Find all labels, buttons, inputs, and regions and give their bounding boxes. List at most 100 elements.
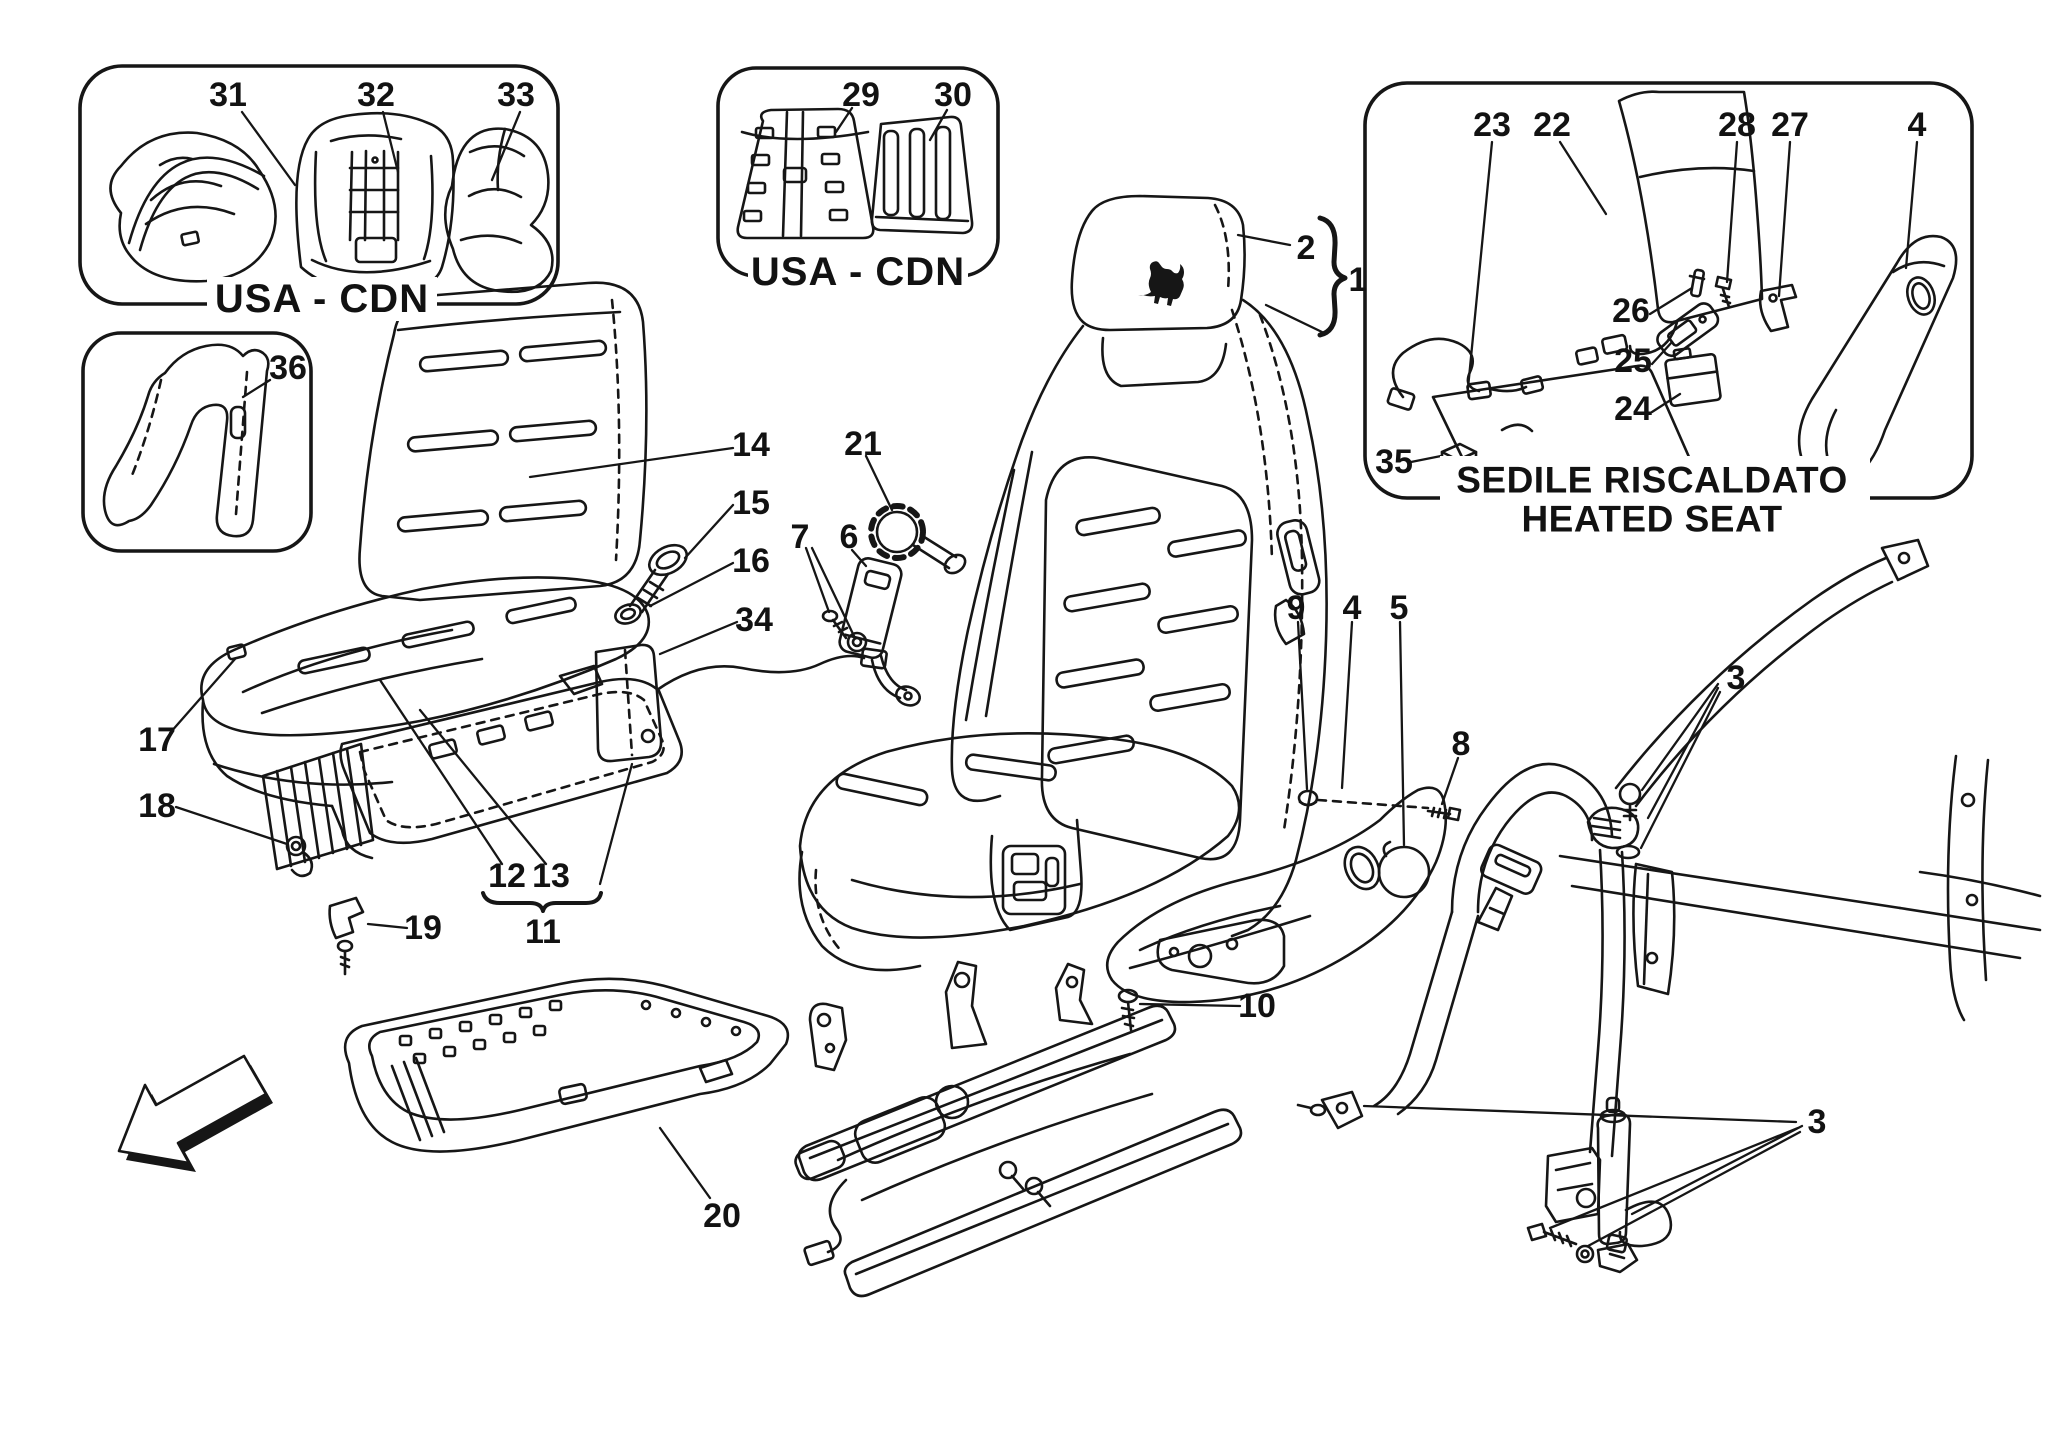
- seat-belt-upper: [1372, 538, 1930, 1158]
- foam-pad-ribs: [261, 742, 375, 871]
- part-label-26: 26: [1612, 292, 1650, 330]
- bracket-27: [1758, 283, 1798, 333]
- caption-heated-seat-english: HEATED SEAT: [1521, 499, 1782, 540]
- seat-rails: [794, 960, 1364, 1298]
- part-label-25: 25: [1614, 342, 1652, 380]
- main-seat: [798, 194, 1328, 985]
- belt-retractor-lower: [1526, 1096, 1673, 1274]
- side-trim-36: [102, 343, 270, 538]
- backrest-left-edge: [950, 324, 1085, 803]
- caption-mask: [207, 277, 437, 321]
- part-label-29: 29: [842, 76, 880, 114]
- part-label-36: 36: [269, 349, 307, 387]
- captions: USA - CDN USA - CDN SEDILE RISCALDATO HE…: [207, 250, 1870, 544]
- cushion-heating-pad-30: [870, 115, 974, 235]
- backrest-right-edge: [1230, 298, 1328, 938]
- part-label-9: 9: [1287, 589, 1306, 627]
- car-body-lines: [1558, 754, 2042, 1022]
- side-trim-4-kit: [1797, 234, 1958, 490]
- caption-usa-cdn-child-seats: USA - CDN: [215, 277, 429, 321]
- part-label-27: 27: [1771, 106, 1809, 144]
- front-of-car-arrow: [117, 1054, 273, 1172]
- part-label-7: 7: [791, 518, 810, 556]
- washer-16: [614, 603, 642, 625]
- caption-usa-cdn-pads: USA - CDN: [751, 250, 965, 294]
- child-seat-31: [109, 131, 277, 283]
- part-label-2: 2: [1297, 229, 1316, 267]
- part-label-15: 15: [732, 484, 770, 522]
- switch-25: [1656, 302, 1720, 358]
- inset-box-child-seats: [78, 64, 560, 306]
- part-label-19: 19: [404, 909, 442, 947]
- caption-heated-seat-italian: SEDILE RISCALDATO: [1456, 460, 1848, 501]
- screw-15: [628, 543, 688, 614]
- part-label-21: 21: [844, 425, 882, 463]
- part-label-18: 18: [138, 787, 176, 825]
- part-label-31: 31: [209, 76, 247, 114]
- part-label-28: 28: [1718, 106, 1756, 144]
- seat-pan-20: [343, 977, 790, 1153]
- part-label-16: 16: [732, 542, 770, 580]
- hook-18: [285, 835, 314, 878]
- backrest-lever: [1276, 519, 1321, 596]
- caption-mask: [748, 251, 968, 293]
- part-label-22: 22: [1533, 106, 1571, 144]
- backrest-pad-14: [358, 281, 648, 602]
- part-label-32: 32: [357, 76, 395, 114]
- child-seat-32: [295, 111, 455, 294]
- bracket-group-1-brace: [1317, 215, 1348, 338]
- pin-26: [1688, 268, 1706, 298]
- bolt-8: [1426, 806, 1462, 822]
- leader-lines: [168, 106, 1919, 1248]
- inset-box-border: [81, 331, 313, 553]
- side-trim-4-main: [1105, 786, 1448, 1004]
- cushion-frame-12-13: [339, 664, 683, 845]
- clip-17: [226, 643, 247, 661]
- prancing-horse-icon: [1138, 261, 1184, 306]
- part-label-24: 24: [1614, 390, 1652, 428]
- part-label-3b: 3: [1808, 1103, 1827, 1141]
- part-label-34: 34: [735, 601, 773, 639]
- part-label-4a: 4: [1908, 106, 1927, 144]
- wiring-harness-23: [1386, 337, 1545, 411]
- part-label-8: 8: [1452, 725, 1471, 763]
- part-label-4b: 4: [1343, 589, 1362, 627]
- heated-backrest-element-22: [1575, 90, 1764, 366]
- part-label-23: 23: [1473, 106, 1511, 144]
- belt-d-ring: [1586, 806, 1640, 850]
- cap-5: [1377, 840, 1431, 899]
- backrest-panel: [1040, 456, 1254, 861]
- backrest-heating-pad-29: [736, 107, 875, 240]
- part-label-17: 17: [138, 721, 176, 759]
- part-label-13: 13: [532, 857, 570, 895]
- inset-box-border: [78, 64, 560, 306]
- cushion-side-panel: [989, 818, 1083, 932]
- part-label-20: 20: [703, 1197, 741, 1235]
- part-label-5: 5: [1390, 589, 1409, 627]
- part-label-33: 33: [497, 76, 535, 114]
- caption-mask: [1440, 456, 1870, 544]
- seat-switch-icon: [1010, 852, 1040, 876]
- inset-box-side-trim: [81, 331, 313, 553]
- bolt-28: [1714, 275, 1733, 309]
- part-label-3a: 3: [1727, 659, 1746, 697]
- relay-24: [1664, 347, 1722, 408]
- part-label-10: 10: [1238, 987, 1276, 1025]
- child-seat-33: [443, 127, 554, 294]
- seat-cushion: [798, 732, 1241, 939]
- part-label-14: 14: [732, 426, 770, 464]
- nut-9: [1297, 789, 1319, 807]
- part-label-30: 30: [934, 76, 972, 114]
- recline-knob-21: [868, 503, 967, 575]
- part-label-6: 6: [840, 518, 859, 556]
- part-label-11: 11: [525, 913, 561, 951]
- screw-and-washer-7: [821, 609, 868, 653]
- part-label-12: 12: [488, 857, 526, 895]
- part-label-1: 1: [1349, 261, 1368, 299]
- belt-buckle-6: [838, 556, 921, 707]
- bracket-19: [328, 896, 365, 976]
- seat-switch-icon: [1012, 880, 1048, 902]
